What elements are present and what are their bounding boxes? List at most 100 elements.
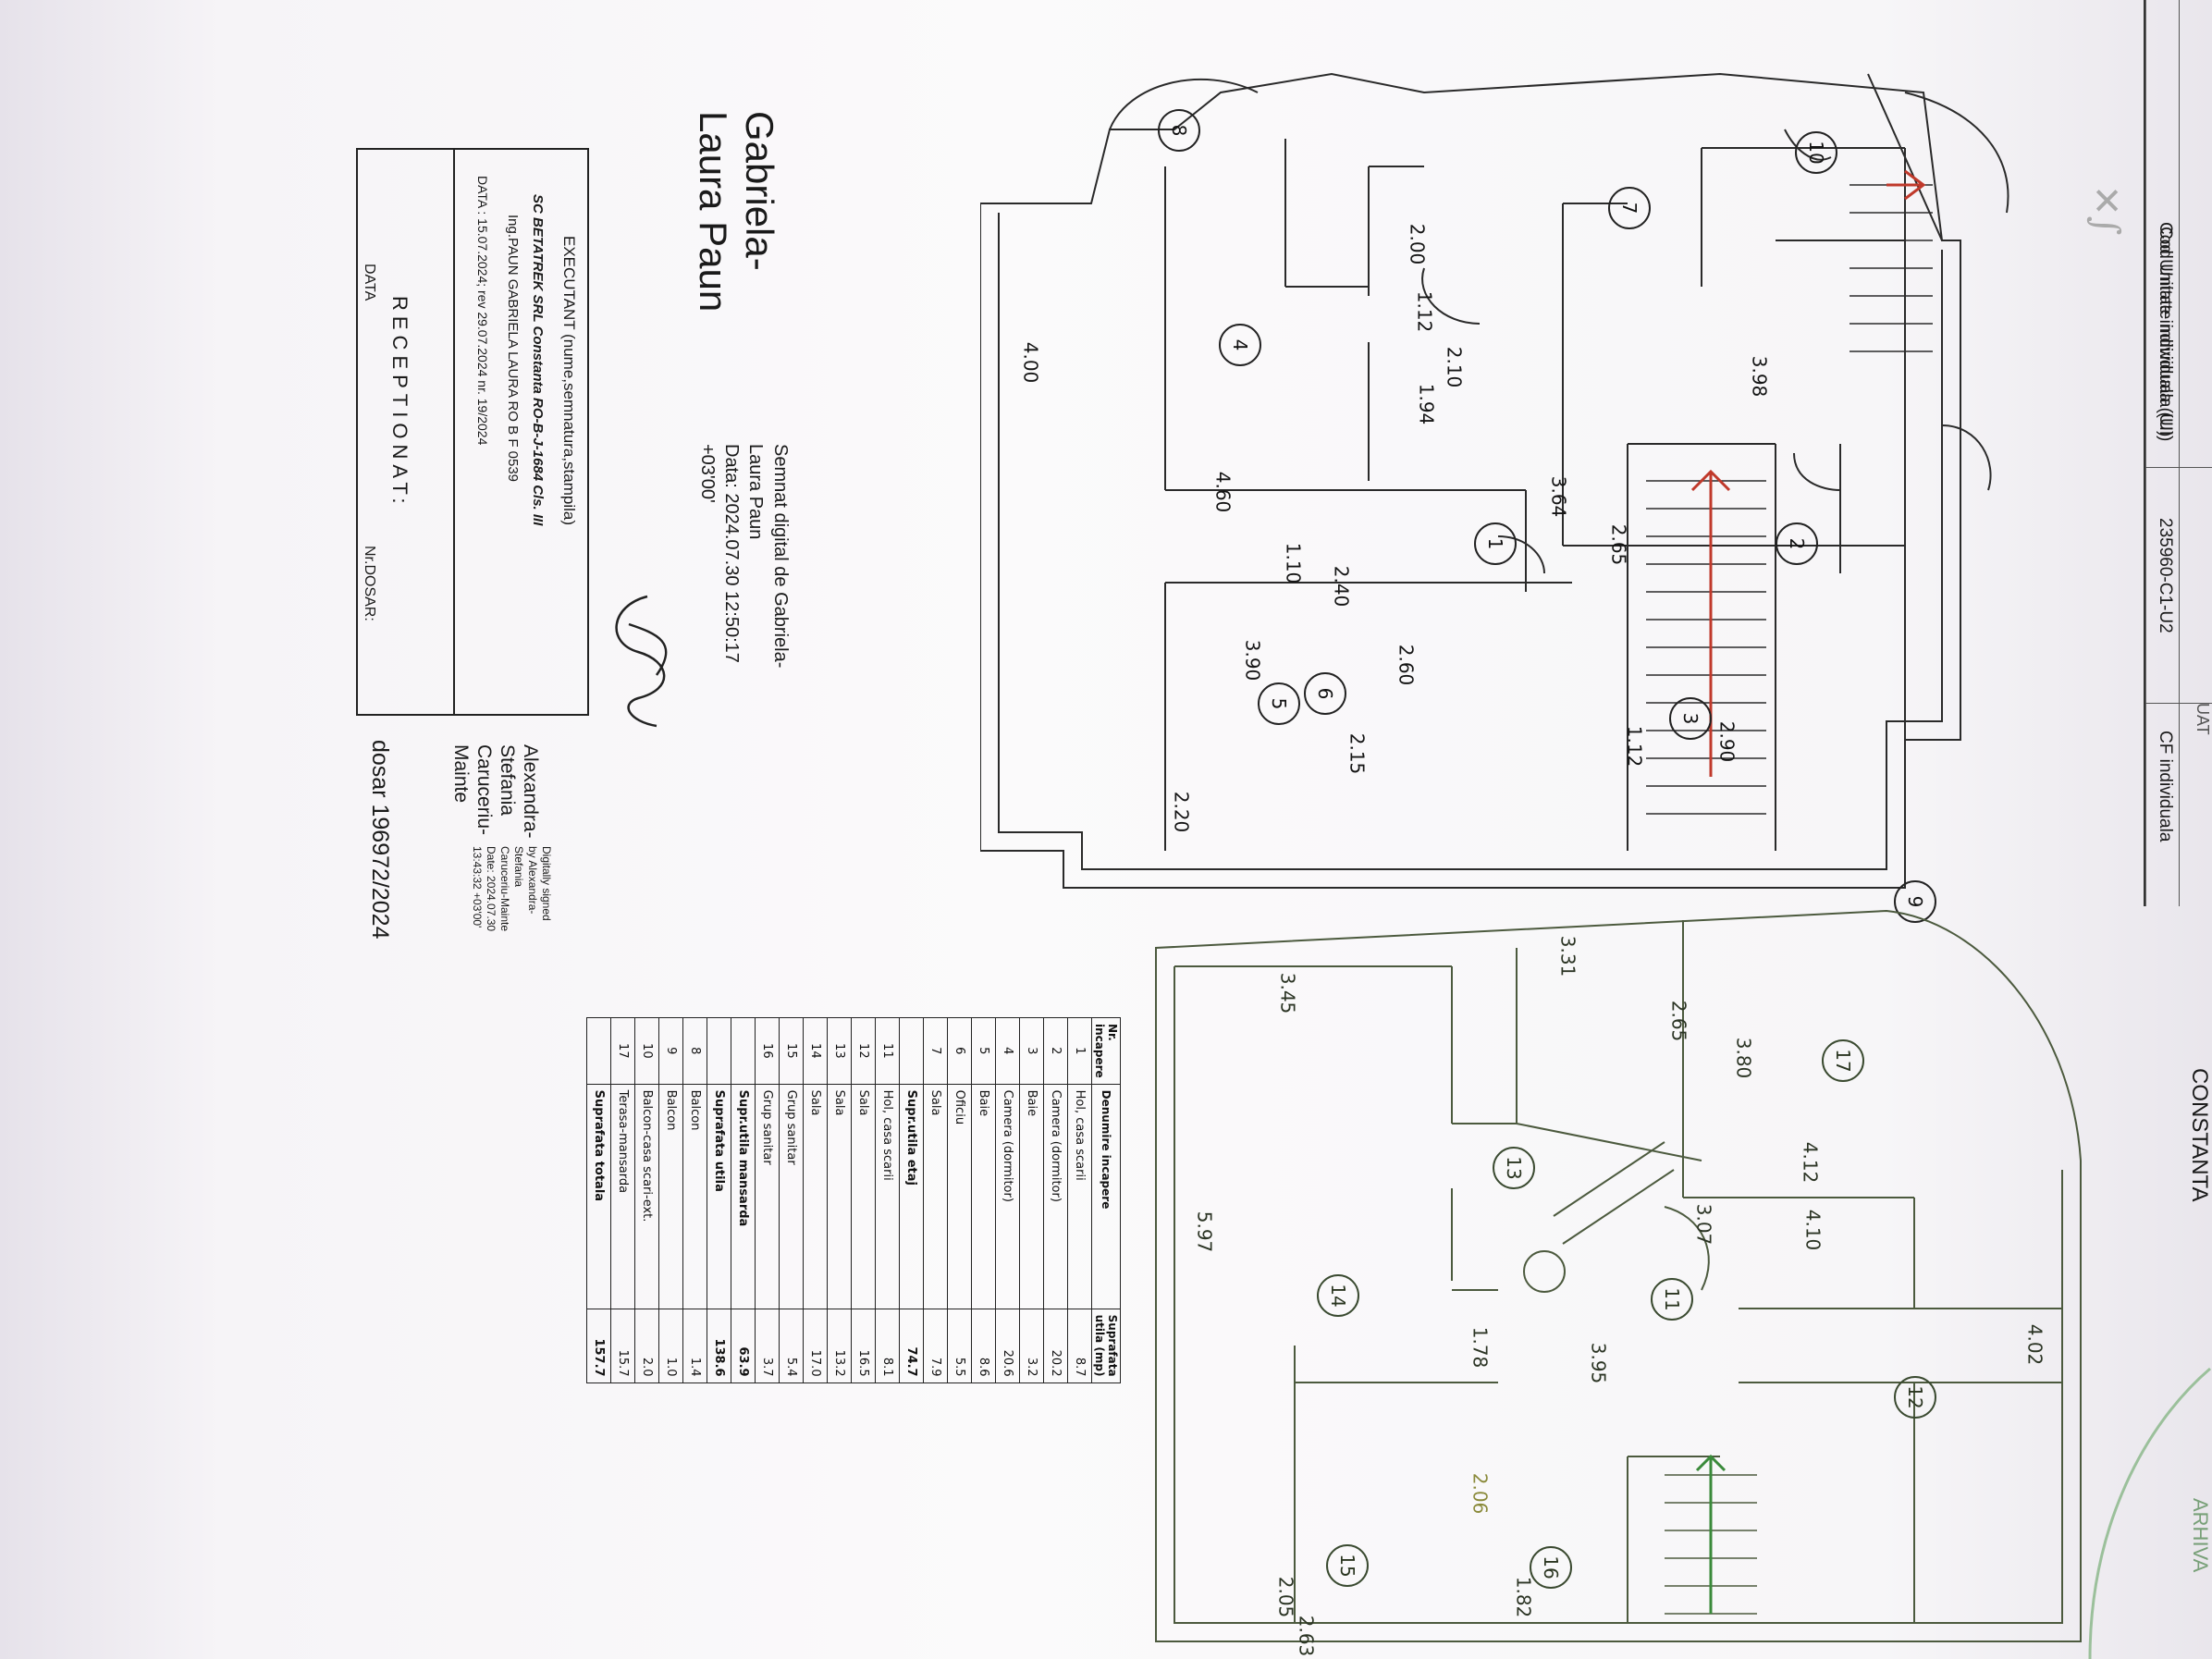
dimension-label: 2.63 bbox=[1295, 1615, 1318, 1657]
cell-nr: 2 bbox=[1043, 1017, 1068, 1085]
signature-caption-4: +03'00' bbox=[697, 444, 718, 503]
executant-line1: SC BETATREK SRL Constanta RO-B-J-1684 Cl… bbox=[530, 194, 546, 526]
cell-name: Suprafata utila bbox=[707, 1084, 731, 1309]
cell-area: 1.0 bbox=[658, 1309, 683, 1383]
room-number-badge: 11 bbox=[1651, 1278, 1693, 1321]
cell-area: 8.6 bbox=[971, 1309, 996, 1383]
cell-name: Suprafata totala bbox=[586, 1084, 611, 1309]
room-number-badge: 1 bbox=[1474, 522, 1517, 565]
room-table-wrap: Nr. incapere Denumire incapere Suprafata… bbox=[586, 1017, 1121, 1383]
dimension-label: 1.12 bbox=[1623, 725, 1646, 768]
nr-dosar-label: Nr.DOSAR: bbox=[362, 546, 377, 621]
cell-area: 17.0 bbox=[803, 1309, 828, 1383]
cell-name: Hol, casa scarii bbox=[1067, 1084, 1092, 1309]
dimension-label: 3.90 bbox=[1241, 639, 1264, 682]
cell-nr: 6 bbox=[947, 1017, 972, 1085]
executant-divider bbox=[453, 148, 455, 714]
signature-caption-1: Semnat digital de Gabriela- bbox=[770, 444, 791, 669]
cell-name: Camera (dormitor) bbox=[995, 1084, 1020, 1309]
signer2-caption-4: Caruceriu-Mainte bbox=[498, 846, 511, 932]
cell-area: 8.1 bbox=[875, 1309, 900, 1383]
cell-name: Camera (dormitor) bbox=[1043, 1084, 1068, 1309]
cell-name: Balcon bbox=[658, 1084, 683, 1309]
dimension-label: 4.10 bbox=[1801, 1209, 1825, 1251]
cell-area: 7.9 bbox=[923, 1309, 948, 1383]
executant-title: EXECUTANT (nume,semnatura,stampila) bbox=[560, 236, 578, 526]
dosar-number: dosar 196972/2024 bbox=[367, 740, 393, 940]
cell-name: Supr.utila mansarda bbox=[731, 1084, 756, 1309]
cell-area: 20.6 bbox=[995, 1309, 1020, 1383]
dimension-label: 2.90 bbox=[1715, 720, 1739, 763]
dimension-label: 4.02 bbox=[2023, 1323, 2046, 1366]
signer2-line4: Mainte bbox=[450, 744, 472, 804]
cell-area: 5.5 bbox=[947, 1309, 972, 1383]
cell-name: Sala bbox=[827, 1084, 852, 1309]
room-number-badge: 7 bbox=[1608, 187, 1651, 229]
handwritten-signature-icon bbox=[615, 595, 668, 728]
dimension-label: 2.65 bbox=[1607, 523, 1630, 566]
executant-line3: DATA : 15.07.2024; rev 29.07.2024 nr. 19… bbox=[475, 176, 490, 446]
col-nr: Nr. incapere bbox=[1091, 1017, 1121, 1085]
dimension-label: 3.45 bbox=[1276, 972, 1299, 1014]
cell-name: Sala bbox=[803, 1084, 828, 1309]
dimension-label: 3.98 bbox=[1748, 355, 1771, 398]
cell-nr: 7 bbox=[923, 1017, 948, 1085]
dimension-label: 2.20 bbox=[1170, 791, 1193, 833]
signer2-caption-3: Stefania bbox=[512, 846, 525, 888]
signer2-caption-6: 13:43:32 +03'00' bbox=[471, 846, 484, 928]
executant-box bbox=[356, 148, 589, 716]
dimension-label: 2.10 bbox=[1443, 346, 1466, 388]
cell-name: Baie bbox=[1019, 1084, 1044, 1309]
cell-nr: 10 bbox=[634, 1017, 659, 1085]
dimension-label: 2.40 bbox=[1330, 565, 1353, 608]
col-area: Suprafata utila (mp) bbox=[1091, 1309, 1121, 1383]
room-number-badge: 13 bbox=[1493, 1147, 1535, 1189]
cell-area: 74.7 bbox=[899, 1309, 924, 1383]
stamp-circle-icon bbox=[2088, 1367, 2211, 1659]
dimension-label: 2.65 bbox=[1667, 1000, 1690, 1042]
cell-nr bbox=[731, 1017, 756, 1085]
dimension-label: 3.31 bbox=[1556, 935, 1579, 977]
cell-nr: 12 bbox=[851, 1017, 876, 1085]
cf-label: CF individuala bbox=[2156, 731, 2175, 842]
cell-area: 16.5 bbox=[851, 1309, 876, 1383]
plan-mansarda-walls bbox=[1155, 909, 2082, 1642]
cell-nr bbox=[707, 1017, 731, 1085]
room-number-badge: 12 bbox=[1894, 1376, 1936, 1419]
dimension-label: 5.97 bbox=[1193, 1210, 1216, 1253]
room-number-badge: 10 bbox=[1795, 131, 1837, 174]
dimension-label: 1.12 bbox=[1413, 290, 1436, 333]
cell-area: 13.2 bbox=[827, 1309, 852, 1383]
cell-area: 157.7 bbox=[586, 1309, 611, 1383]
signer2-line3: Caruceriu- bbox=[473, 744, 495, 836]
room-number-badge: 4 bbox=[1219, 324, 1261, 366]
cell-nr: 4 bbox=[995, 1017, 1020, 1085]
cell-area: 1.4 bbox=[682, 1309, 707, 1383]
signer2-line2: Stefania bbox=[497, 744, 518, 817]
dimension-label: 3.07 bbox=[1692, 1203, 1715, 1246]
room-number-badge: 5 bbox=[1258, 682, 1300, 725]
handwritten-note: ✕∫ bbox=[2084, 185, 2127, 236]
cell-area: 8.7 bbox=[1067, 1309, 1092, 1383]
signer-name-line1: Gabriela- bbox=[738, 111, 781, 271]
cell-nr: 16 bbox=[755, 1017, 780, 1085]
cell-name: Oficiu bbox=[947, 1084, 972, 1309]
room-number-badge: 14 bbox=[1317, 1274, 1359, 1317]
dimension-label: 1.94 bbox=[1415, 383, 1438, 425]
dimension-label: 1.78 bbox=[1469, 1326, 1492, 1369]
dimension-label: 2.60 bbox=[1395, 644, 1418, 686]
room-table: Nr. incapere Denumire incapere Suprafata… bbox=[586, 1017, 1121, 1383]
cell-nr: 13 bbox=[827, 1017, 852, 1085]
